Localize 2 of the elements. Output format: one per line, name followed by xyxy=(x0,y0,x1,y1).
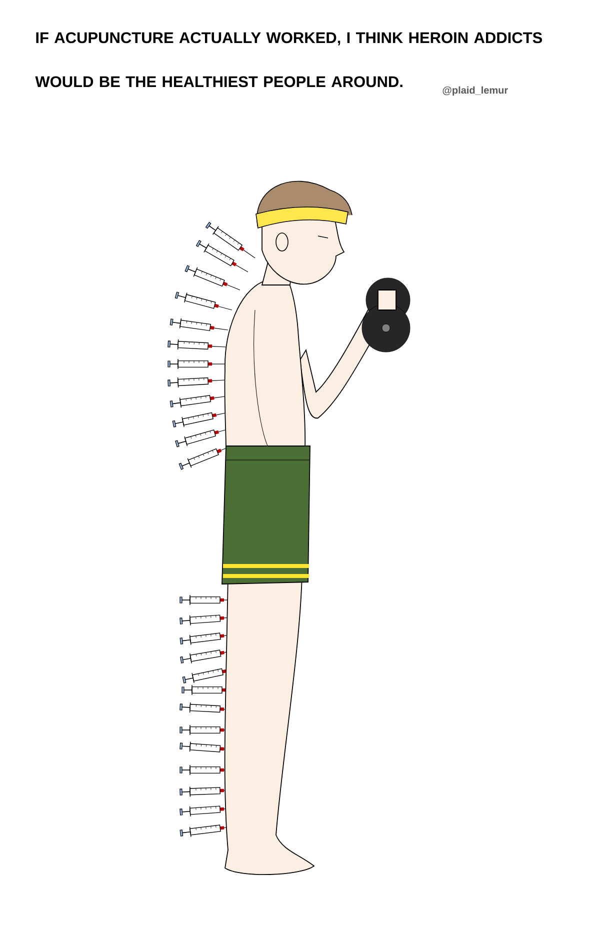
title: IF ACUPUNCTURE ACTUALLY WORKED, I THINK HEROIN ADDICTS WOULD BE THE HEALTHIEST PEOPLE AROUND. xyxy=(35,32,542,88)
author-handle: @plaid_lemur xyxy=(442,86,508,96)
